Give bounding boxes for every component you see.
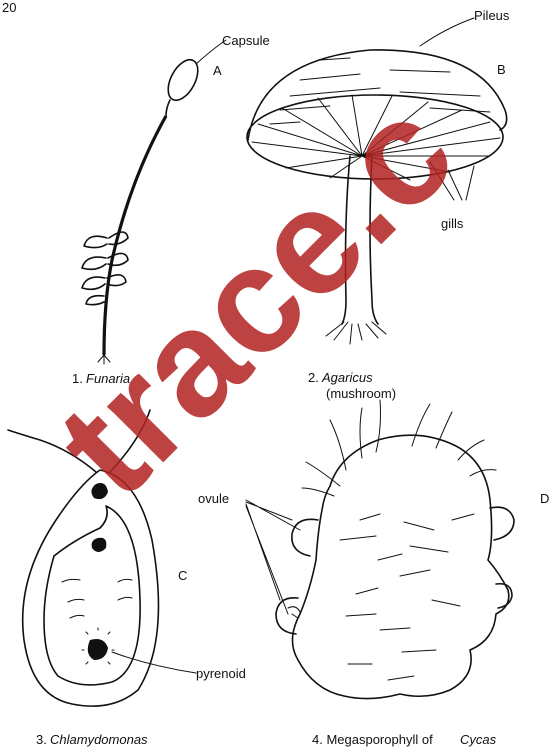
funaria-capsule-neck bbox=[166, 100, 170, 116]
label-ovule: ovule bbox=[198, 491, 229, 506]
ovule-right-upper bbox=[490, 507, 514, 540]
funaria-leaf bbox=[82, 277, 105, 289]
nucleus bbox=[92, 538, 107, 552]
cycas-figure bbox=[246, 400, 514, 699]
surface-hatching bbox=[340, 514, 474, 680]
label-b: B bbox=[497, 62, 506, 77]
ovule-upper bbox=[292, 519, 318, 556]
pyrenoid-body bbox=[88, 639, 108, 660]
label-d: D bbox=[540, 491, 549, 506]
label-a: A bbox=[213, 63, 222, 78]
page-number: 20 bbox=[2, 0, 16, 15]
watermark: trace.c bbox=[24, 67, 485, 528]
funaria-leaf bbox=[86, 296, 104, 305]
caption-4-prefix: 4. Megasporophyll of bbox=[312, 732, 433, 747]
caption-4-name: Cycas bbox=[460, 732, 497, 747]
funaria-leaf bbox=[82, 257, 106, 269]
caption-2-number: 2. bbox=[308, 370, 319, 385]
label-c: C bbox=[178, 568, 187, 583]
ovule-pointers bbox=[246, 500, 300, 614]
label-pileus: Pileus bbox=[474, 8, 510, 23]
funaria-leaf bbox=[84, 236, 107, 247]
pileus-pointer bbox=[420, 18, 474, 46]
caption-2-name: Agaricus bbox=[321, 370, 373, 385]
label-pyrenoid: pyrenoid bbox=[196, 666, 246, 681]
caption-2-common: (mushroom) bbox=[326, 386, 396, 401]
label-capsule: Capsule bbox=[222, 33, 270, 48]
caption-3-number: 3. bbox=[36, 732, 47, 747]
starch-marks bbox=[62, 579, 132, 618]
pyrenoid-pointer bbox=[112, 652, 196, 673]
caption-3-name: Chlamydomonas bbox=[50, 732, 148, 747]
